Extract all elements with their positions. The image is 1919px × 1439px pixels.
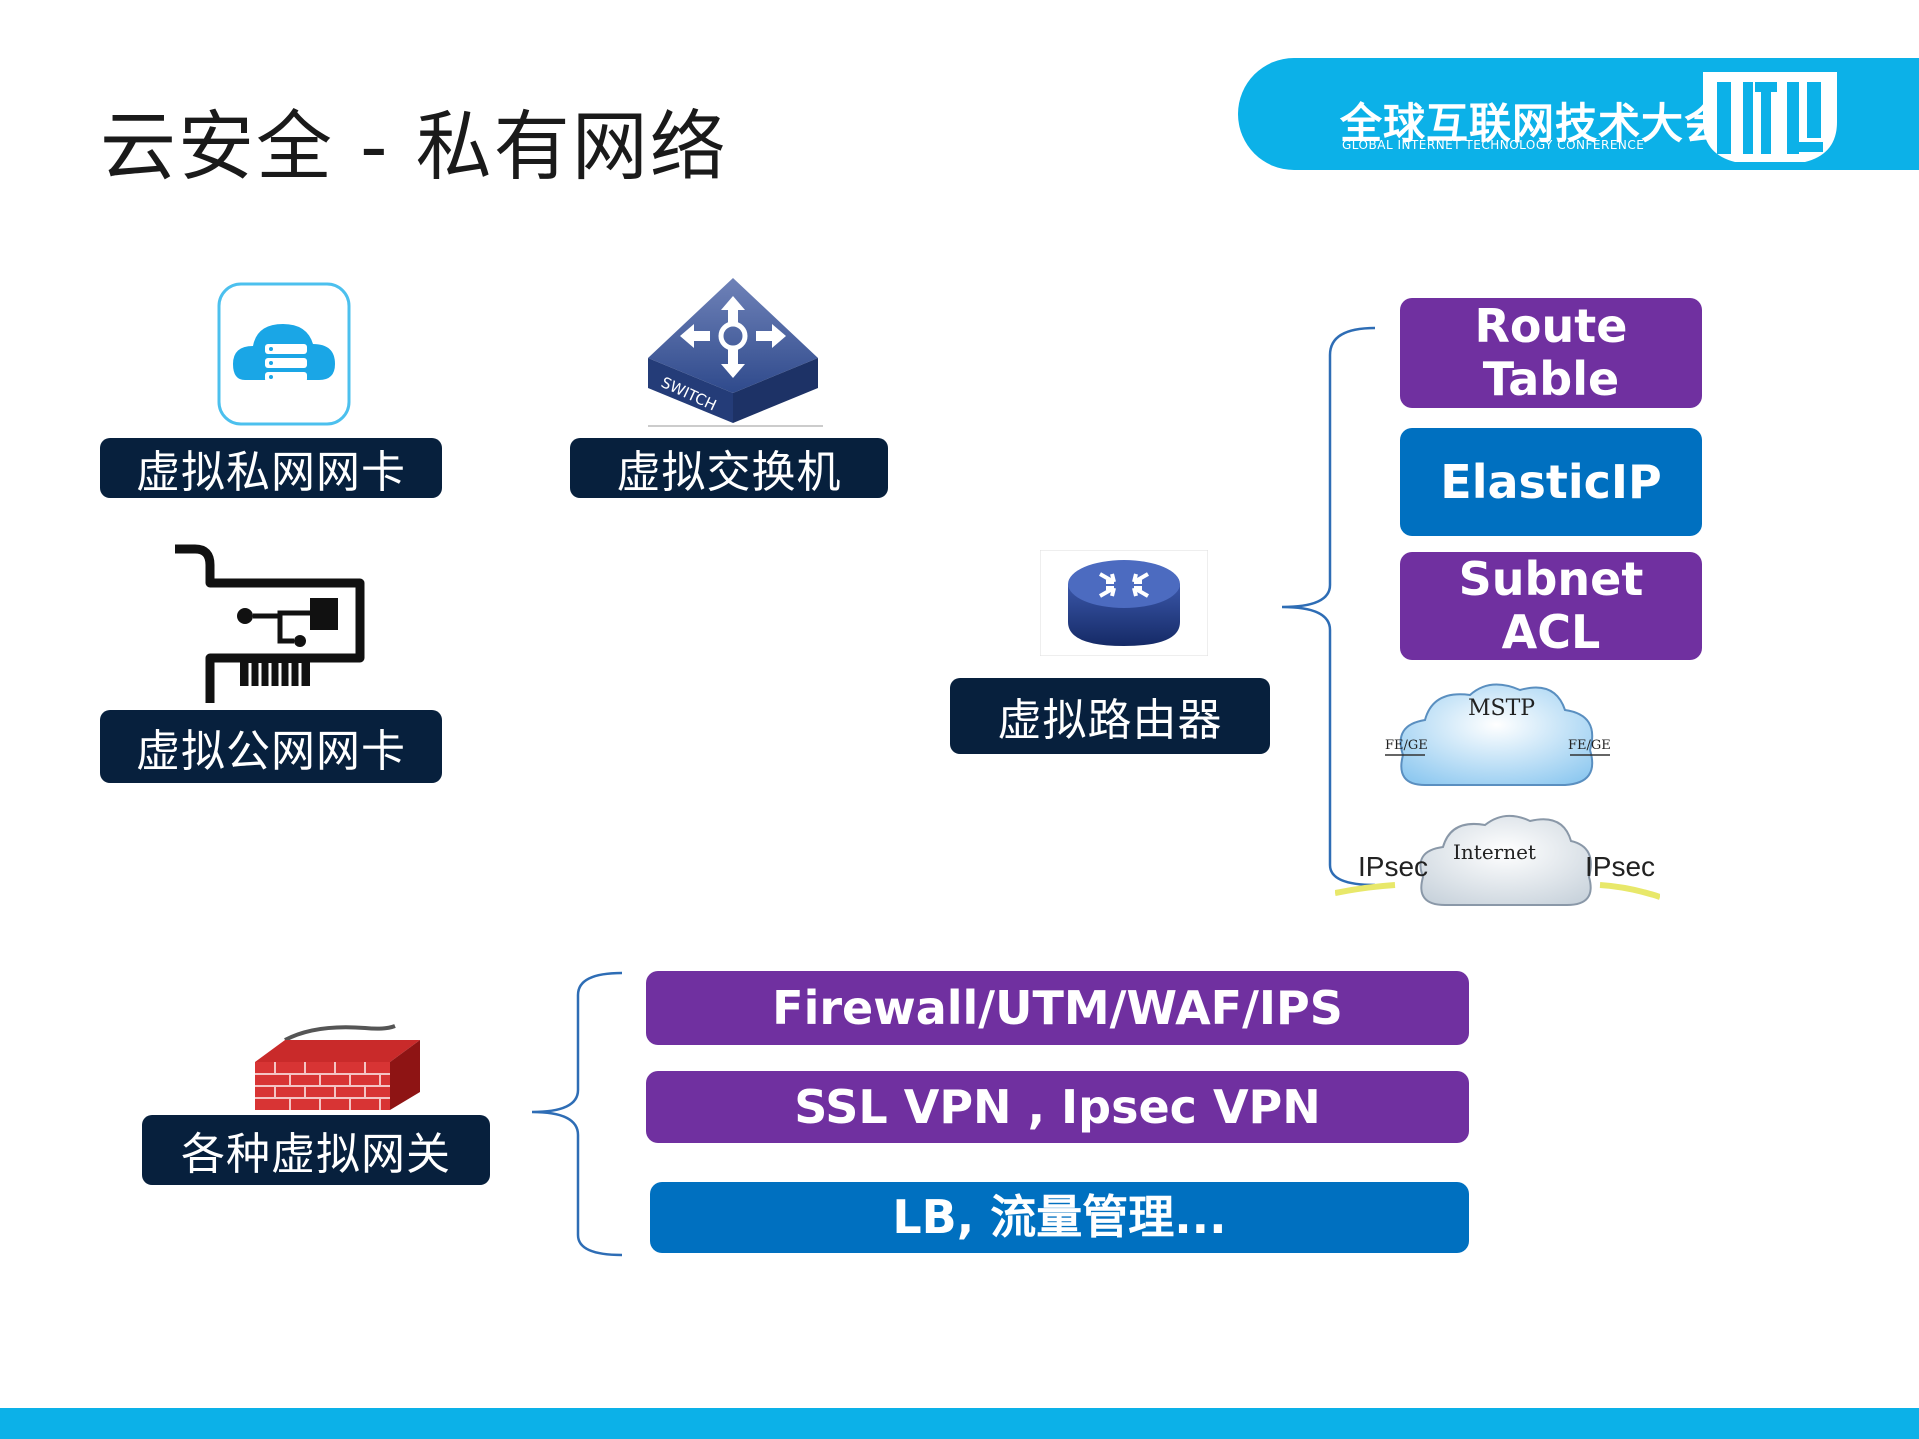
elastic-ip-option: ElasticIP (1400, 428, 1702, 536)
label-vswitch: 虚拟交换机 (570, 438, 888, 498)
footer-bar (0, 1408, 1919, 1439)
router-options-brace (1281, 326, 1376, 887)
ssl-ipsec-vpn-option: SSL VPN , Ipsec VPN (646, 1071, 1469, 1143)
firewall-icon (255, 1024, 420, 1110)
internet-label: Internet (1453, 840, 1536, 864)
firewall-utm-waf-ips-option: Firewall/UTM/WAF/IPS (646, 971, 1469, 1045)
label-public-nic: 虚拟公网网卡 (100, 710, 442, 783)
ipsec-left-label: IPsec (1358, 851, 1429, 882)
mstp-left-port: FE/GE (1385, 738, 1428, 753)
subnet-acl-option: Subnet ACL (1400, 552, 1702, 660)
logo-chinese-text: 全球互联网技术大会 (1340, 99, 1728, 148)
route-table-option: Route Table (1400, 298, 1702, 408)
internet-cloud-icon (1335, 814, 1660, 906)
logo-english-text: GLOBAL INTERNET TECHNOLOGY CONFERENCE (1342, 138, 1645, 152)
ipsec-right-label: IPsec (1585, 851, 1656, 882)
router-icon (1040, 550, 1208, 656)
label-vrouter: 虚拟路由器 (950, 678, 1270, 754)
gitc-logo-icon (1703, 72, 1837, 162)
label-gateways: 各种虚拟网关 (142, 1115, 490, 1185)
mstp-cloud-icon (1385, 683, 1610, 786)
mstp-right-port: FE/GE (1568, 738, 1611, 753)
mstp-label: MSTP (1468, 696, 1536, 721)
lb-traffic-option: LB, 流量管理... (650, 1182, 1469, 1253)
network-card-icon (175, 544, 365, 703)
page-title: 云安全 - 私有网络 (100, 102, 728, 191)
switch-icon: SWITCH (648, 278, 823, 427)
cloud-server-icon (217, 282, 351, 426)
label-private-nic: 虚拟私网网卡 (100, 438, 442, 498)
gateway-options-brace (531, 971, 623, 1257)
